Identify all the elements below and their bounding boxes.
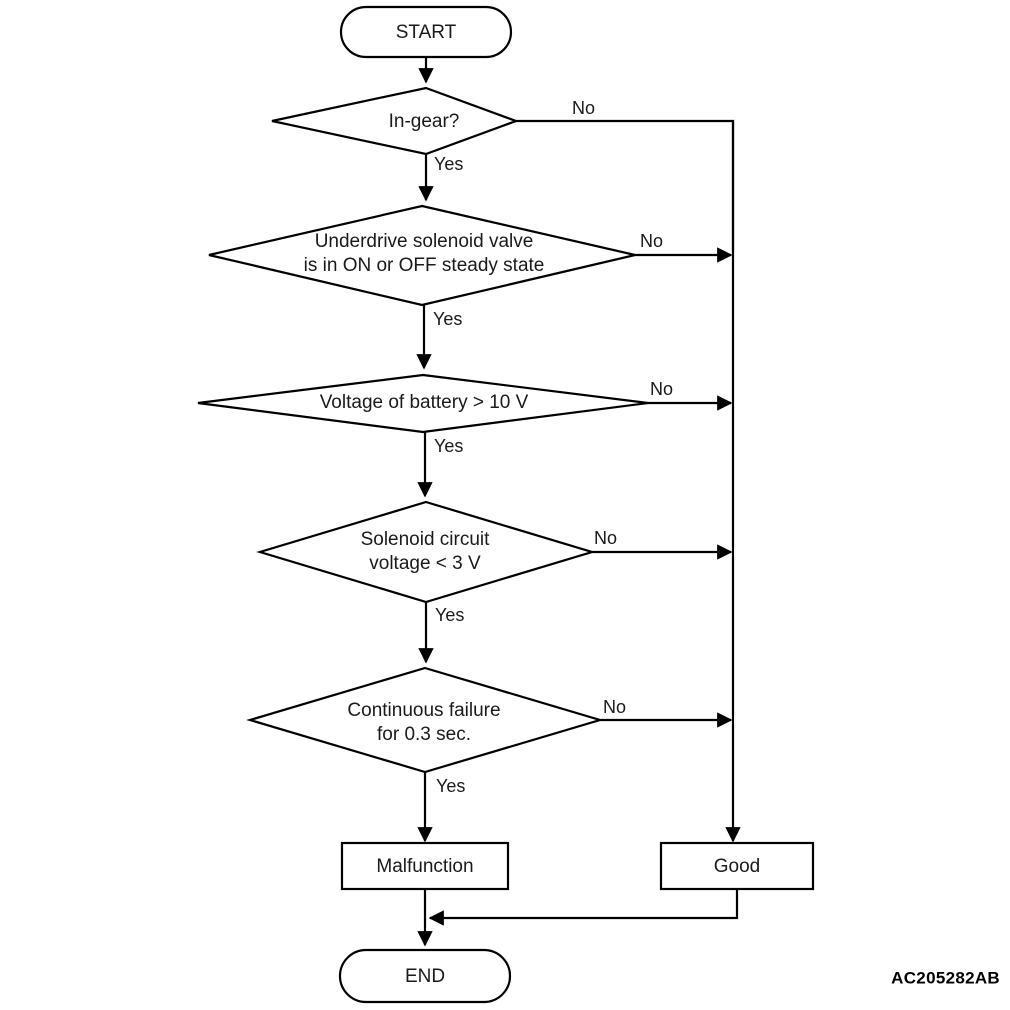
- decision-battery-voltage-line1: Voltage of battery > 10 V: [320, 392, 529, 413]
- node-malfunction: Malfunction: [340, 841, 510, 891]
- branch-label-in-gear-yes: Yes: [434, 154, 463, 174]
- end-terminal-label: END: [405, 966, 445, 987]
- decision-continuous-failure-line2: for 0.3 sec.: [377, 724, 471, 745]
- node-decision-solenoid-circuit-voltage: Solenoid circuit voltage < 3 V: [256, 500, 596, 604]
- decision-solenoid-circuit-voltage-shape: [256, 500, 596, 604]
- good-box-shape: [659, 841, 815, 891]
- end-terminal-shape: [338, 948, 512, 1004]
- branch-label-continuous-failure-yes: Yes: [436, 776, 465, 796]
- node-start: START: [339, 5, 513, 59]
- branch-label-underdrive-solenoid-yes: Yes: [433, 309, 462, 329]
- decision-solenoid-circuit-voltage-line1: Solenoid circuit: [361, 529, 491, 550]
- branch-label-battery-voltage-yes: Yes: [434, 436, 463, 456]
- connector-good-to-end-merge: [428, 889, 739, 926]
- node-decision-battery-voltage: Voltage of battery > 10 V: [197, 373, 649, 434]
- decision-in-gear-line1: In-gear?: [389, 111, 460, 132]
- branch-label-solenoid-circuit-voltage-yes: Yes: [435, 605, 464, 625]
- start-terminal-label: START: [396, 22, 457, 43]
- connector-in-gear-no: [516, 119, 735, 250]
- node-decision-continuous-failure: Continuous failure for 0.3 sec.: [246, 666, 604, 774]
- decision-underdrive-solenoid-shape: [208, 204, 636, 307]
- decision-underdrive-solenoid-line2: is in ON or OFF steady state: [304, 255, 545, 276]
- branch-label-in-gear-no: No: [572, 98, 595, 118]
- node-good: Good: [659, 841, 815, 891]
- node-decision-underdrive-solenoid: Underdrive solenoid valve is in ON or OF…: [208, 204, 636, 307]
- decision-underdrive-solenoid-line1: Underdrive solenoid valve: [315, 231, 534, 252]
- branch-label-underdrive-solenoid-no: No: [640, 231, 663, 251]
- decision-battery-voltage-shape: [197, 373, 649, 434]
- branch-label-solenoid-circuit-voltage-no: No: [594, 528, 617, 548]
- decision-continuous-failure-line1: Continuous failure: [347, 700, 500, 721]
- branch-label-battery-voltage-no: No: [650, 379, 673, 399]
- malfunction-box-label: Malfunction: [376, 856, 473, 877]
- good-box-label: Good: [714, 856, 760, 877]
- decision-solenoid-circuit-voltage-line2: voltage < 3 V: [369, 553, 481, 574]
- malfunction-box-shape: [340, 841, 510, 891]
- figure-reference-code: AC205282AB: [891, 968, 1000, 987]
- node-end: END: [338, 948, 512, 1004]
- branch-label-continuous-failure-no: No: [603, 697, 626, 717]
- node-decision-in-gear: In-gear?: [271, 86, 520, 156]
